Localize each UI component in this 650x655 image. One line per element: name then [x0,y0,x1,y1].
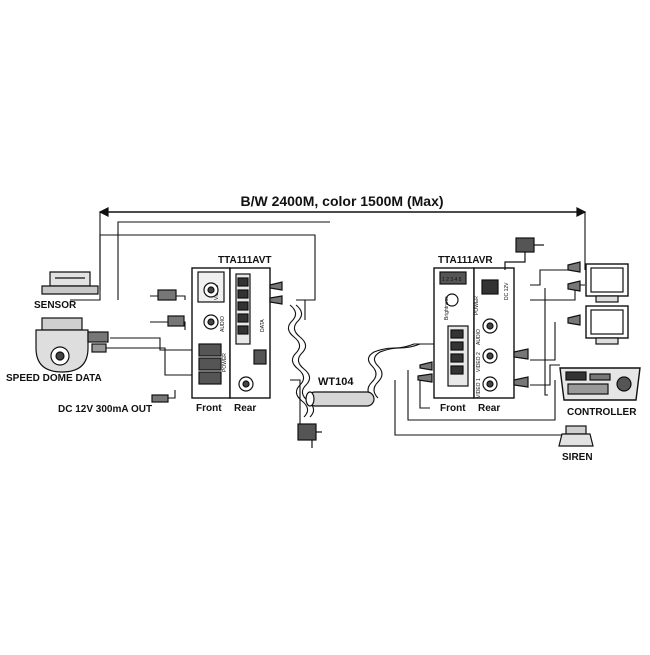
siren-device: SIREN [558,425,594,463]
receiver-model-label: TTA111AVR [438,255,493,266]
receiver-front-panel: 1 2 3 4 5 Brightness Front TTA111AVR [433,255,493,414]
sender-audio-label: AUDIO [220,316,226,332]
receiver-rear-panel: POWER AUDIO VIDEO 2 VIDEO 1 Rear DC 12V [417,267,529,414]
wt104-cable: WT104 [305,376,375,407]
sender-rear-label: Rear [234,403,256,414]
receiver-dc-label: DC 12V [504,282,510,300]
sender-front-panel: VIDEO AUDIO POWER Front [191,267,231,414]
siren-label: SIREN [562,452,593,463]
monitor-2 [567,280,629,345]
sender-power-label: POWER [222,353,228,372]
monitor-1 [567,261,629,303]
controller-device: CONTROLLER [559,367,641,418]
receiver-audio-label: AUDIO [476,329,482,345]
sender-input-connectors: DC 12V 300mA OUT [58,289,185,415]
speed-dome-camera: SPEED DOME DATA [6,317,102,384]
receiver-video1-label: VIDEO 1 [476,378,482,398]
sensor-label: SENSOR [34,300,77,311]
sender-front-label: Front [196,403,222,414]
receiver-brightness-label: Brightness [444,296,450,320]
sender-rear-panel: DATA Rear TTA111AVT [218,255,283,414]
distance-dimension: B/W 2400M, color 1500M (Max) [98,193,587,217]
speed-dome-label: SPEED DOME DATA [6,373,102,384]
distance-label: B/W 2400M, color 1500M (Max) [240,193,443,209]
receiver-rear-label: Rear [478,403,500,414]
receiver-dip-label: 1 2 3 4 5 [442,277,462,283]
cable-label: WT104 [318,376,354,388]
receiver-video2-label: VIDEO 2 [476,352,482,372]
receiver-power-label: POWER [474,296,480,315]
sender-data-label: DATA [260,319,266,332]
controller-label: CONTROLLER [567,407,637,418]
receiver-power-adapter [504,237,544,270]
receiver-front-label: Front [440,403,466,414]
sensor-device: SENSOR [34,271,99,311]
dc-out-label: DC 12V 300mA OUT [58,404,152,415]
sender-model-label: TTA111AVT [218,255,272,266]
sender-power-adapter [297,423,322,448]
